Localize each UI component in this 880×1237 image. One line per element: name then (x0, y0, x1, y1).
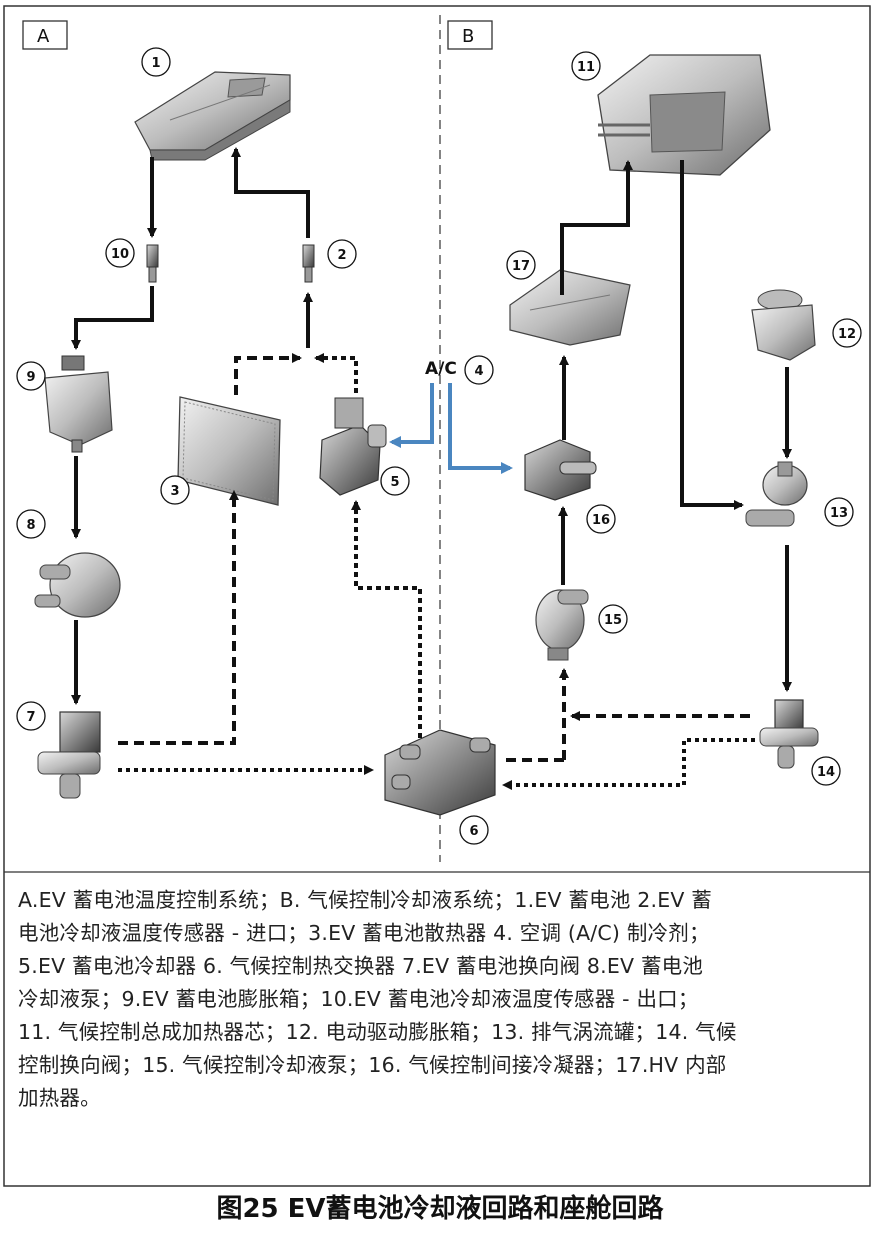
svg-text:2: 2 (337, 248, 346, 263)
svg-text:6: 6 (469, 824, 478, 839)
ev-battery (134, 71, 291, 161)
climate-diverter-valve (759, 699, 819, 769)
caption-line: 冷却液泵；9.EV 蓄电池膨胀箱；10.EV 蓄电池冷却液温度传感器 - 出口； (18, 987, 699, 1011)
climate-heater-core (597, 54, 771, 176)
climate-coolant-pump (535, 589, 589, 661)
part-callout-7: 7 (16, 701, 46, 731)
part-callout-14: 14 (811, 756, 841, 786)
flow-line (351, 500, 422, 738)
battery-coolant-temp-sensor-outlet (146, 244, 159, 283)
svg-text:5: 5 (390, 475, 399, 490)
part-callout-6: 6 (459, 815, 489, 845)
part-callout-11: 11 (571, 51, 601, 81)
flow-line (118, 490, 239, 745)
caption-line: 11. 气候控制总成加热器芯；12. 电动驱动膨胀箱；13. 排气涡流罐；14.… (18, 1020, 737, 1044)
flow-line (680, 160, 744, 510)
caption-line: 加热器。 (18, 1086, 101, 1110)
climate-heat-exchanger (384, 729, 496, 816)
climate-indirect-condenser (524, 439, 597, 501)
battery-diverter-valve (37, 711, 101, 799)
svg-text:1: 1 (151, 56, 160, 71)
svg-text:10: 10 (111, 247, 129, 262)
svg-text:11: 11 (577, 60, 595, 75)
panel-a-box (22, 20, 68, 50)
panel-b-label: B (462, 26, 474, 47)
svg-text:7: 7 (26, 710, 35, 725)
part-callout-12: 12 (832, 318, 862, 348)
figure-title: 图25 EV蓄电池冷却液回路和座舱回路 (216, 1194, 664, 1224)
svg-text:4: 4 (474, 364, 483, 379)
flow-line (314, 353, 358, 393)
svg-text:9: 9 (26, 370, 35, 385)
svg-text:8: 8 (26, 518, 35, 533)
svg-text:3: 3 (170, 484, 179, 499)
part-callout-13: 13 (824, 497, 854, 527)
edrive-expansion-tank (751, 289, 816, 361)
legend-caption: A.EV 蓄电池温度控制系统；B. 气候控制冷却液系统；1.EV 蓄电池 2.E… (4, 870, 870, 1186)
diagram-frame (3, 5, 871, 1187)
caption-line: 5.EV 蓄电池冷却器 6. 气候控制热交换器 7.EV 蓄电池换向阀 8.EV… (18, 954, 704, 978)
svg-text:12: 12 (838, 327, 856, 342)
svg-text:13: 13 (830, 506, 848, 521)
part-callout-10: 10 (105, 238, 135, 268)
flow-line (71, 286, 154, 350)
battery-chiller (319, 397, 387, 496)
part-callout-3: 3 (160, 475, 190, 505)
svg-text:14: 14 (817, 765, 835, 780)
part-callout-4: 4 (464, 355, 494, 385)
caption-line: A.EV 蓄电池温度控制系统；B. 气候控制冷却液系统；1.EV 蓄电池 2.E… (18, 888, 712, 912)
flow-line (560, 160, 633, 295)
battery-radiator (177, 396, 281, 506)
hv-cabin-heater (509, 269, 631, 346)
part-callout-1: 1 (141, 47, 171, 77)
degas-swirl-pot (745, 461, 808, 527)
flow-line (500, 670, 564, 762)
svg-text:15: 15 (604, 613, 622, 628)
part-callout-5: 5 (380, 466, 410, 496)
panel-a-label: A (37, 26, 50, 47)
refrigerant-line (389, 383, 434, 448)
part-callout-16: 16 (586, 504, 616, 534)
refrigerant-label: A/C (425, 359, 457, 379)
battery-coolant-temp-sensor-inlet (302, 244, 315, 283)
part-callout-8: 8 (16, 509, 46, 539)
svg-text:17: 17 (512, 259, 530, 274)
part-callout-15: 15 (598, 604, 628, 634)
caption-line: 电池冷却液温度传感器 - 进口；3.EV 蓄电池散热器 4. 空调 (A/C) … (18, 921, 710, 945)
battery-expansion-tank (44, 355, 113, 453)
battery-coolant-pump (34, 552, 121, 618)
svg-text:16: 16 (592, 513, 610, 528)
flow-line (231, 147, 310, 238)
part-callout-2: 2 (327, 239, 357, 269)
panel-b-box (447, 20, 493, 50)
part-callout-17: 17 (506, 250, 536, 280)
refrigerant-line (448, 383, 513, 474)
part-callout-9: 9 (16, 361, 46, 391)
caption-line: 控制换向阀；15. 气候控制冷却液泵；16. 气候控制间接冷凝器；17.HV 内… (18, 1053, 727, 1077)
flow-line (502, 738, 755, 790)
flow-line (234, 353, 302, 395)
